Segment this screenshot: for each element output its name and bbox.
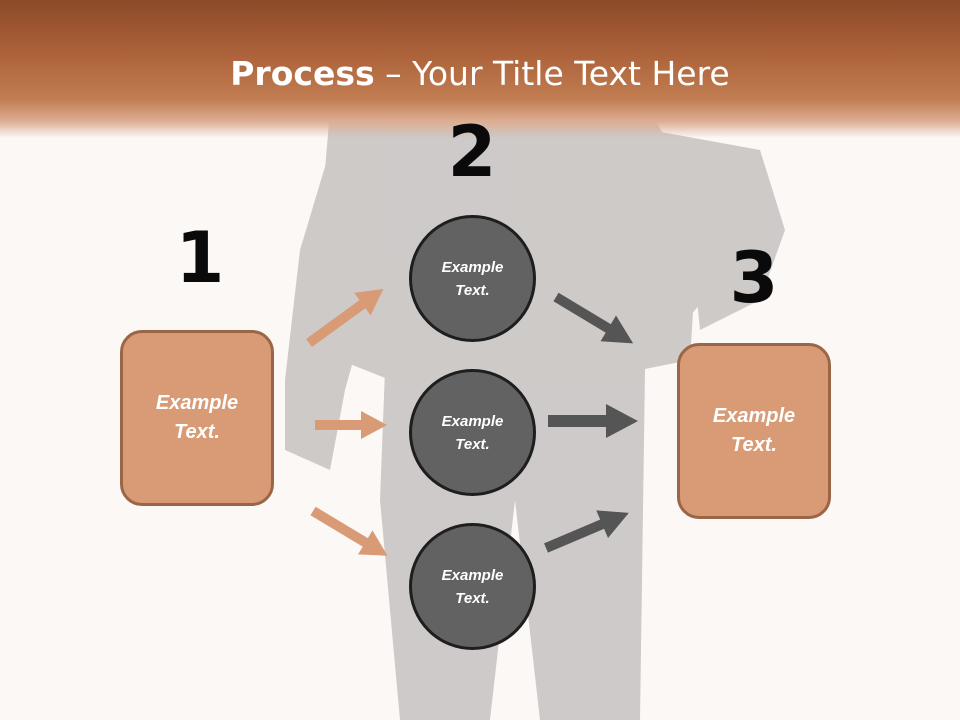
title-bar: [0, 0, 960, 138]
circle-middle[interactable]: Example Text.: [409, 369, 536, 496]
arrow-left-to-middle: [315, 411, 387, 439]
right-step-box[interactable]: Example Text.: [677, 343, 831, 519]
left-step-box-text: Example Text.: [155, 392, 239, 443]
left-step-box[interactable]: Example Text.: [120, 330, 274, 506]
circle-bottom-text: Example Text.: [441, 566, 504, 607]
page-title: Process – Your Title Text Here: [0, 50, 960, 98]
arrow-top-to-right: [553, 292, 634, 344]
step-number-1: 1: [175, 217, 225, 299]
arrow-left-to-top: [306, 288, 384, 348]
title-rest: – Your Title Text Here: [374, 54, 730, 93]
circle-middle-text: Example Text.: [441, 412, 504, 453]
circle-bottom[interactable]: Example Text.: [409, 523, 536, 650]
circle-top[interactable]: Example Text.: [409, 215, 536, 342]
title-bold: Process: [230, 54, 375, 93]
arrow-bottom-to-right: [544, 510, 629, 553]
arrow-left-to-bottom: [310, 506, 388, 556]
arrow-middle-to-right: [548, 404, 638, 438]
step-number-2: 2: [447, 111, 497, 193]
right-step-box-text: Example Text.: [712, 405, 796, 456]
step-number-3: 3: [729, 237, 779, 319]
circle-top-text: Example Text.: [441, 258, 504, 299]
